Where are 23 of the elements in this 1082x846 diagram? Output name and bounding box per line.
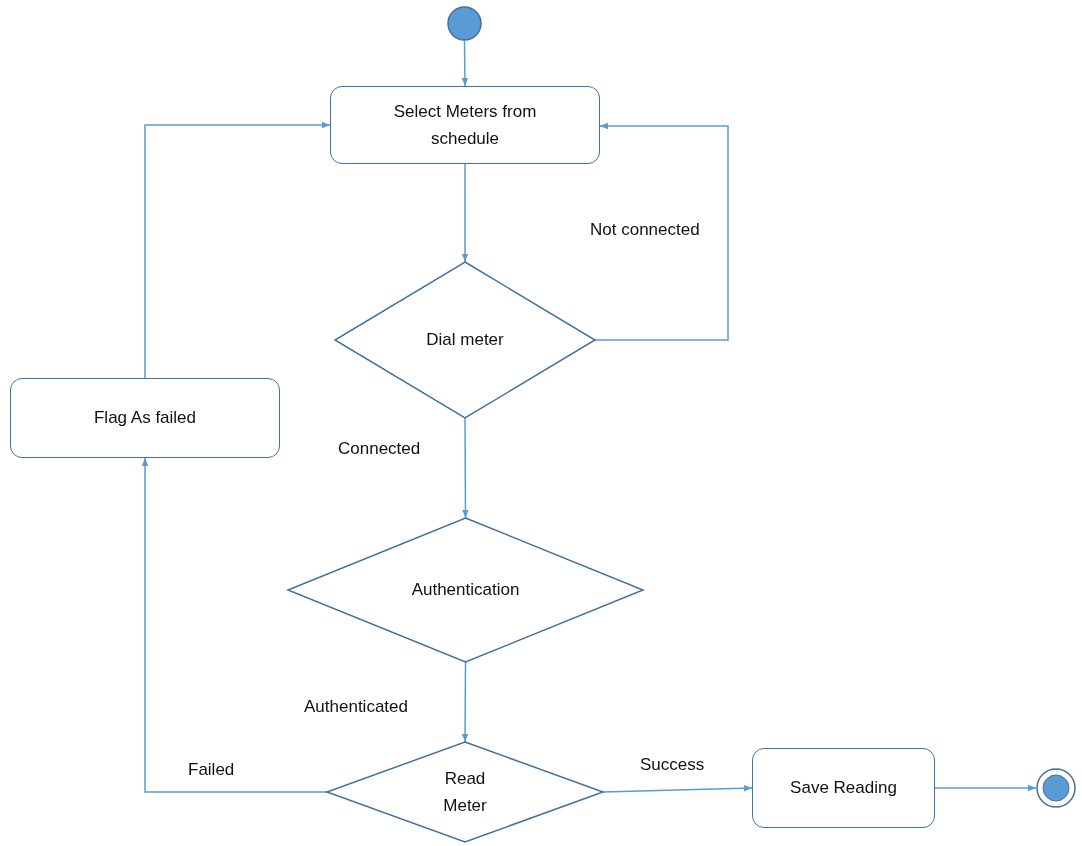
arrow xyxy=(461,40,469,87)
arrow xyxy=(602,785,753,793)
node-label: Read Meter xyxy=(442,767,488,817)
node-label: Save Reading xyxy=(790,777,897,800)
process-box xyxy=(752,748,935,828)
node-label: Select Meters from schedule xyxy=(392,100,538,150)
node-label: Authentication xyxy=(411,579,520,602)
arrow xyxy=(461,661,469,743)
node-label: Flag As failed xyxy=(93,407,197,430)
arrow xyxy=(462,417,469,519)
arrow xyxy=(461,163,469,263)
decision-diamond xyxy=(288,518,643,662)
start-node xyxy=(447,6,482,41)
arrow xyxy=(594,122,729,341)
process-box xyxy=(330,86,600,164)
arrow xyxy=(144,121,331,379)
process-box xyxy=(10,378,280,458)
end-node xyxy=(1036,768,1076,808)
node-label: Dial meter xyxy=(426,329,504,352)
decision-diamond xyxy=(335,262,595,418)
arrow xyxy=(141,457,328,793)
arrow xyxy=(934,784,1037,792)
decision-diamond xyxy=(327,742,603,842)
